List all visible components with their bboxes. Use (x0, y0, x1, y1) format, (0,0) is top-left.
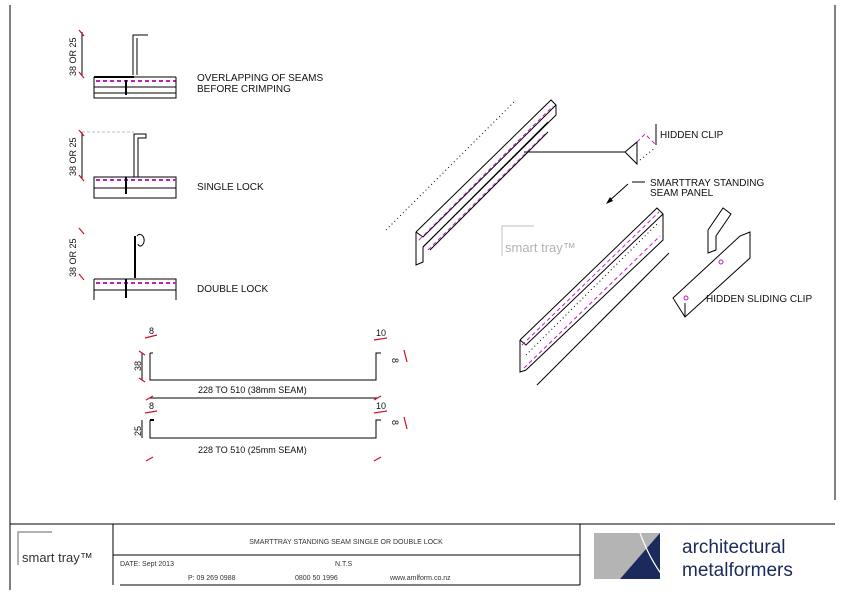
sliding-clip-label: HIDDEN SLIDING CLIP (706, 294, 812, 305)
right-10-dim: 10 (376, 401, 386, 411)
detail-double-lock: 38 OR 25 DOUBLE LOCK (68, 227, 268, 300)
profile-38mm: 38 8 10 8 228 TO 510 (38mm SEAM) (133, 326, 408, 401)
width-25-label: 228 TO 510 (25mm SEAM) (198, 445, 307, 455)
drawing-date: DATE: Sept 2013 (120, 561, 174, 568)
panel-callout: SMARTTRAY STANDING SEAM PANEL (606, 178, 764, 204)
drawing-scale: N.T.S (335, 561, 352, 568)
lip-8-dim: 8 (390, 358, 400, 363)
smart-tray-watermark: smart tray™ (501, 225, 576, 256)
detail-single-lock: 38 OR 25 SINGLE LOCK (68, 129, 264, 199)
height-dimension: 38 OR 25 (68, 238, 78, 277)
hidden-clip-drawing: HIDDEN CLIP (624, 124, 724, 166)
height-25-dim: 25 (133, 426, 143, 436)
freephone-number: 0800 50 1996 (295, 575, 338, 582)
height-38-dim: 38 (133, 361, 143, 371)
height-dimension: 38 OR 25 (68, 37, 78, 76)
svg-text:smart tray™: smart tray™ (505, 240, 576, 255)
svg-text:metalformers: metalformers (682, 560, 793, 581)
overlap-label-line2: BEFORE CRIMPING (197, 84, 291, 95)
architectural-metalformers-logo: architectural metalformers (594, 532, 793, 581)
overlap-label-line1: OVERLAPPING OF SEAMS (197, 73, 323, 84)
drawing-title: SMARTTRAY STANDING SEAM SINGLE OR DOUBLE… (249, 539, 443, 546)
website: www.amlform.co.nz (389, 575, 451, 582)
detail-overlapping-seams: 38 OR 25 OVERLAPPING OF SEAMS BEFORE CRI… (68, 29, 323, 99)
phone-number: P: 09 269 0988 (188, 575, 236, 582)
panel-label-line2: SEAM PANEL (650, 188, 714, 199)
isometric-panel-upper (385, 99, 625, 266)
right-10-dim: 10 (376, 328, 386, 338)
height-dimension: 38 OR 25 (68, 137, 78, 176)
single-lock-label: SINGLE LOCK (197, 182, 264, 193)
left-8-dim: 8 (149, 401, 154, 411)
double-lock-label: DOUBLE LOCK (197, 284, 268, 295)
hidden-clip-label: HIDDEN CLIP (660, 130, 724, 141)
svg-text:architectural: architectural (682, 537, 786, 558)
hidden-sliding-clip-drawing: HIDDEN SLIDING CLIP (672, 207, 812, 318)
profile-25mm: 25 8 10 8 228 TO 510 (25mm SEAM) (133, 401, 408, 462)
left-8-dim: 8 (149, 326, 154, 336)
sheet-frame (9, 5, 836, 590)
isometric-panel-lower (519, 207, 670, 386)
panel-label-line1: SMARTTRAY STANDING (650, 178, 764, 189)
title-block: smart tray™ SMARTTRAY STANDING SEAM SING… (17, 531, 793, 582)
smart-tray-logo: smart tray™ (22, 550, 93, 565)
lip-8-dim: 8 (390, 420, 400, 425)
width-38-label: 228 TO 510 (38mm SEAM) (198, 385, 307, 395)
